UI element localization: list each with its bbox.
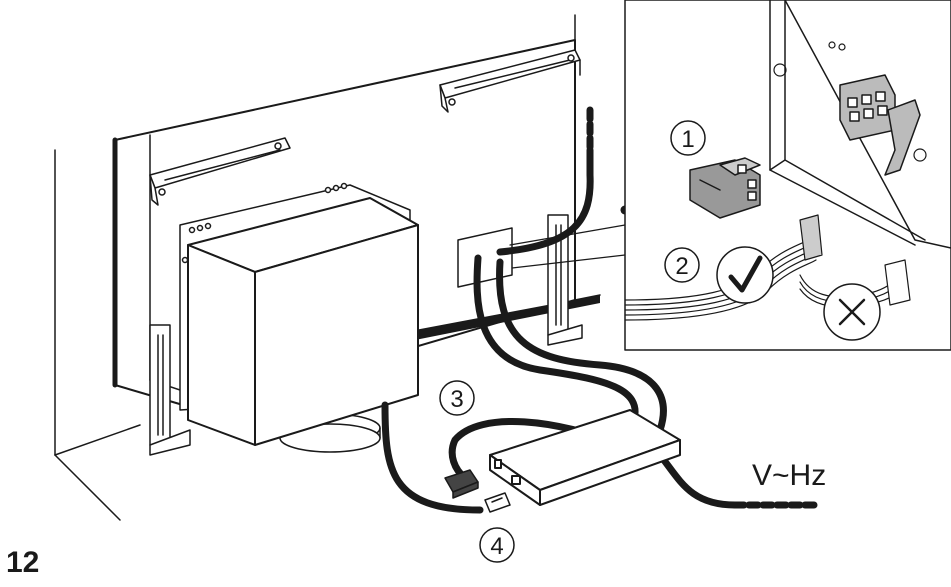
- right-angle-plug: [444, 469, 479, 499]
- projector-box: [187, 197, 419, 446]
- large-connector: [689, 157, 761, 219]
- svg-text:3: 3: [450, 386, 463, 413]
- power-supply: [489, 409, 681, 506]
- zoom-leader: [509, 224, 626, 269]
- svg-text:1: 1: [681, 126, 694, 153]
- cross-mark: [823, 283, 881, 341]
- vertical-rails: [149, 214, 583, 456]
- svg-text:4: 4: [490, 533, 503, 560]
- wall-bracket-left: [149, 137, 291, 206]
- wall-bracket-right: [439, 49, 581, 113]
- callout-2: 2: [664, 247, 700, 283]
- check-mark: [716, 246, 774, 304]
- small-plug: [484, 492, 511, 513]
- step-number: 12: [6, 546, 40, 579]
- callout-4: 4: [479, 527, 515, 563]
- dashed-cables: [586, 106, 819, 509]
- power-label: V~Hz: [752, 459, 826, 492]
- svg-text:2: 2: [675, 253, 688, 280]
- callout-1: 1: [670, 120, 706, 156]
- wall-socket: [839, 74, 921, 176]
- callout-3: 3: [439, 380, 475, 416]
